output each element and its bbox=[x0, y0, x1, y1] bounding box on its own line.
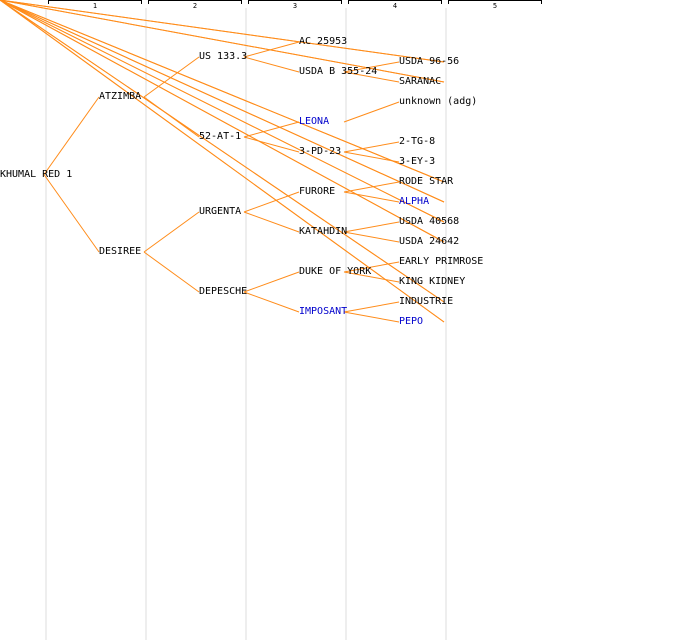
column-separator bbox=[45, 8, 47, 640]
node-early-primrose[interactable]: EARLY PRIMROSE bbox=[399, 256, 484, 267]
node-ac-25953[interactable]: AC 25953 bbox=[299, 36, 348, 47]
generation-bracket bbox=[448, 0, 542, 4]
generation-number: 1 bbox=[92, 2, 98, 10]
branch-line bbox=[243, 136, 300, 153]
generation-bracket bbox=[148, 0, 242, 4]
node-us-133-3[interactable]: US 133.3 bbox=[199, 51, 248, 62]
generation-bracket bbox=[348, 0, 442, 4]
column-separator bbox=[145, 8, 147, 640]
branch-line bbox=[243, 191, 300, 213]
branch-line bbox=[343, 311, 400, 323]
branch-line bbox=[343, 191, 400, 203]
branch-line bbox=[343, 71, 400, 83]
branch-line bbox=[0, 0, 445, 83]
node-king-kidney[interactable]: KING KIDNEY bbox=[399, 276, 466, 287]
branch-line bbox=[0, 0, 445, 203]
node-industrie[interactable]: INDUSTRIE bbox=[399, 296, 454, 307]
branch-line bbox=[243, 291, 300, 313]
branch-line bbox=[243, 211, 300, 233]
node-duke-of-york[interactable]: DUKE OF YORK bbox=[299, 266, 372, 277]
branch-line bbox=[0, 0, 445, 323]
node-katahdin[interactable]: KATAHDIN bbox=[299, 226, 348, 237]
branch-line bbox=[0, 0, 445, 183]
node-furore[interactable]: FURORE bbox=[299, 186, 336, 197]
node-52-at-1[interactable]: 52-AT-1 bbox=[199, 131, 242, 142]
generation-header-4: 4 bbox=[348, 0, 442, 10]
node-3-pd-23[interactable]: 3-PD-23 bbox=[299, 146, 342, 157]
node-pepo[interactable]: PEPO bbox=[399, 316, 424, 327]
node-khumal-red-1[interactable]: KHUMAL RED 1 bbox=[0, 168, 73, 180]
node-usda-96-56[interactable]: USDA 96-56 bbox=[399, 56, 460, 67]
branch-line bbox=[0, 0, 445, 223]
branch-line bbox=[0, 0, 445, 303]
generation-number: 2 bbox=[192, 2, 198, 10]
node-urgenta[interactable]: URGENTA bbox=[199, 206, 242, 217]
branch-line bbox=[143, 56, 200, 98]
generation-number: 5 bbox=[492, 2, 498, 10]
node-leona[interactable]: LEONA bbox=[299, 116, 330, 127]
node-usda-24642[interactable]: USDA 24642 bbox=[399, 236, 460, 247]
branch-line bbox=[0, 0, 445, 63]
node-2-tg-8[interactable]: 2-TG-8 bbox=[399, 136, 436, 147]
branch-line bbox=[343, 271, 400, 283]
branch-line bbox=[343, 101, 400, 123]
generation-header-2: 2 bbox=[148, 0, 242, 10]
branch-line bbox=[243, 56, 300, 73]
node-imposant[interactable]: IMPOSANT bbox=[299, 306, 348, 317]
node-atzimba[interactable]: ATZIMBA bbox=[99, 91, 142, 102]
branch-line bbox=[343, 61, 400, 73]
node-usda-b-355-24[interactable]: USDA B 355-24 bbox=[299, 66, 378, 77]
branch-line bbox=[43, 174, 100, 253]
branch-line bbox=[343, 261, 400, 273]
branch-line bbox=[343, 141, 400, 153]
generation-header-3: 3 bbox=[248, 0, 342, 10]
node-depesche[interactable]: DEPESCHE bbox=[199, 286, 248, 297]
branch-line bbox=[43, 96, 100, 175]
branch-line bbox=[243, 41, 300, 58]
generation-bracket bbox=[48, 0, 142, 4]
branch-line bbox=[243, 271, 300, 293]
node-3-ey-3[interactable]: 3-EY-3 bbox=[399, 156, 436, 167]
node-usda-40568[interactable]: USDA 40568 bbox=[399, 216, 460, 227]
branch-line bbox=[343, 231, 400, 243]
column-separator bbox=[245, 8, 247, 640]
generation-header-5: 5 bbox=[448, 0, 542, 10]
column-separator bbox=[445, 8, 447, 640]
node-alpha[interactable]: ALPHA bbox=[399, 196, 430, 207]
node-rode-star[interactable]: RODE STAR bbox=[399, 176, 454, 187]
branch-line bbox=[143, 251, 200, 293]
branch-line bbox=[343, 181, 400, 193]
generation-number: 3 bbox=[292, 2, 298, 10]
branch-line bbox=[343, 301, 400, 313]
node-desiree[interactable]: DESIREE bbox=[99, 246, 142, 257]
generation-header-1: 1 bbox=[48, 0, 142, 10]
branch-line bbox=[343, 221, 400, 233]
branch-line bbox=[243, 121, 300, 138]
column-separator bbox=[345, 8, 347, 640]
node-saranac[interactable]: SARANAC bbox=[399, 76, 442, 87]
generation-bracket bbox=[248, 0, 342, 4]
generation-number: 4 bbox=[392, 2, 398, 10]
branch-line bbox=[0, 0, 445, 243]
branch-line bbox=[143, 211, 200, 253]
node-unknown-adg[interactable]: unknown (adg) bbox=[399, 96, 478, 107]
